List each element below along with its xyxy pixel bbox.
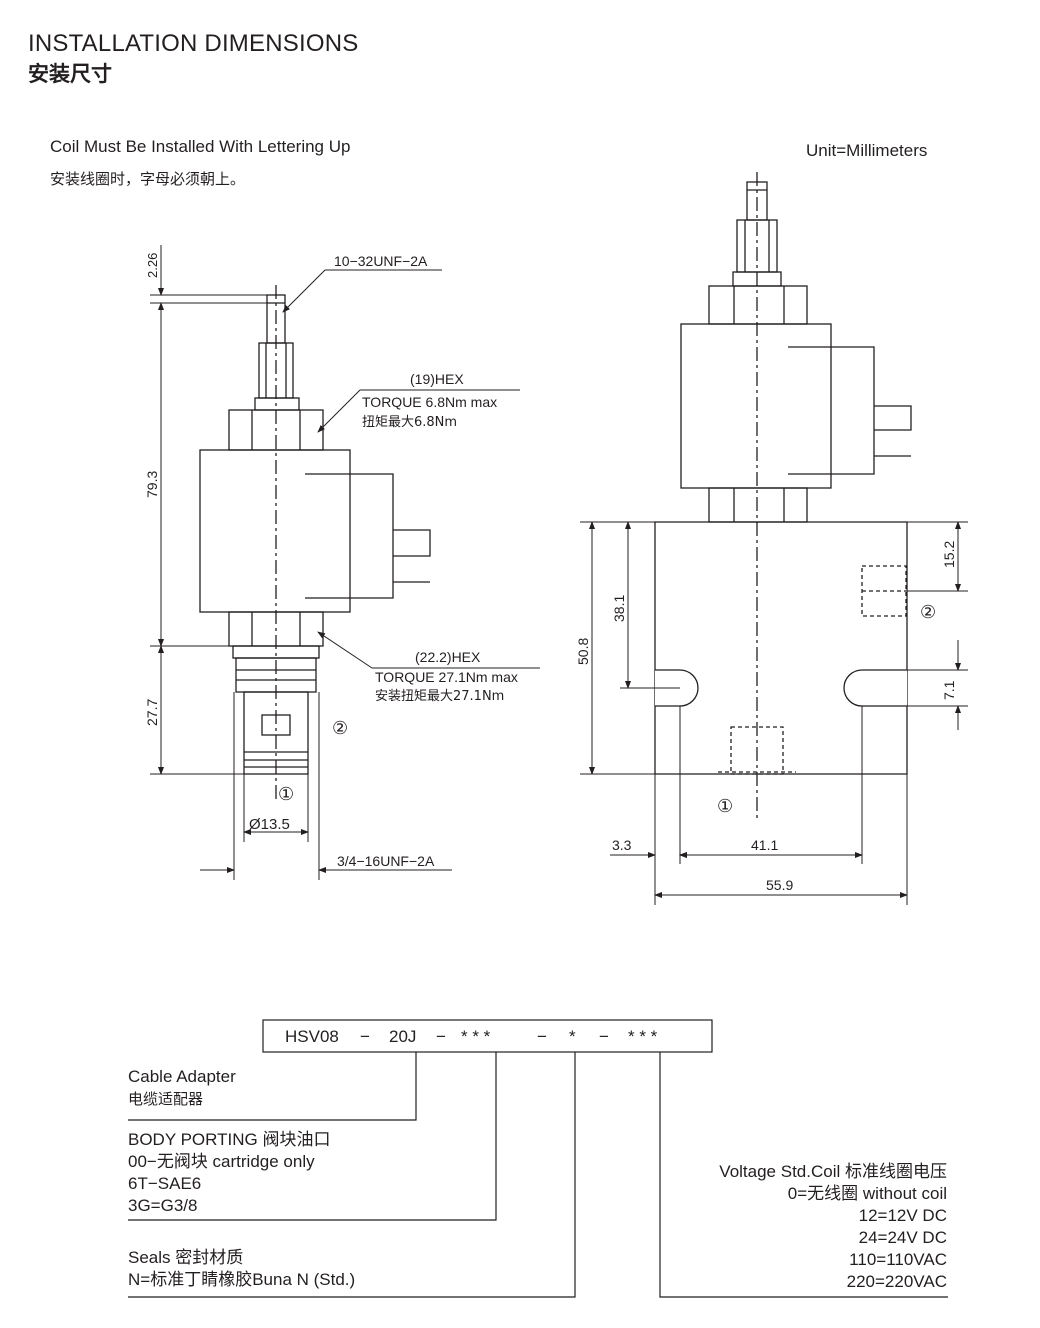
thread-bottom-label: 3/4−16UNF−2A — [337, 853, 435, 869]
code-voltage: * * * — [628, 1027, 658, 1046]
model-code-box — [262, 1019, 713, 1053]
legend-porting: BODY PORTING 阀块油口 00−无阀块 cartridge only … — [128, 1129, 330, 1217]
diameter-label: Ø13.5 — [249, 816, 290, 833]
right-valve-drawing — [654, 172, 912, 820]
legend-porting-6t: 6T−SAE6 — [128, 1174, 202, 1193]
right-dimensions — [580, 521, 968, 905]
legend-voltage-220: 220=220VAC — [846, 1272, 947, 1291]
legend-seals-title: Seals 密封材质 — [128, 1248, 244, 1267]
dim-79-3: 79.3 — [144, 471, 160, 498]
legend-cable-cn: 电缆适配器 — [128, 1090, 204, 1108]
legend-cable: Cable Adapter 电缆适配器 — [128, 1066, 236, 1110]
legend-voltage-110: 110=110VAC — [849, 1250, 947, 1269]
coil-note-cn: 安装线圈时，字母必须朝上。 — [50, 170, 246, 188]
left-valve-drawing — [199, 285, 431, 800]
right-hex-22 — [708, 487, 808, 523]
legend-porting-title: BODY PORTING 阀块油口 — [128, 1130, 331, 1149]
dim-2-26: 2.26 — [145, 253, 160, 278]
right-labels: 15.2 ② 7.1 38.1 50.8 ① 3.3 41.1 55.9 — [575, 541, 957, 893]
unit-note: Unit=Millimeters — [806, 141, 928, 160]
legend-cable-en: Cable Adapter — [128, 1067, 236, 1086]
legend-porting-3g: 3G=G3/8 — [128, 1196, 198, 1215]
legend-seals-n: N=标准丁睛橡胶Buna N (Std.) — [128, 1270, 356, 1289]
code-sep-2: − — [436, 1027, 446, 1046]
dim-3-3: 3.3 — [612, 837, 632, 853]
legend-voltage-title: Voltage Std.Coil 标准线圈电压 — [719, 1162, 947, 1181]
legend-voltage: Voltage Std.Coil 标准线圈电压 0=无线圈 without co… — [719, 1161, 947, 1293]
legend-voltage-12: 12=12V DC — [858, 1206, 947, 1225]
torque-2-label: TORQUE 27.1Nm max — [375, 669, 518, 685]
dim-55-9: 55.9 — [766, 877, 793, 893]
legend-voltage-0: 0=无线圈 without coil — [787, 1184, 947, 1203]
left-dimensions — [150, 245, 540, 880]
right-hex-19 — [708, 285, 808, 325]
torque-1-label: TORQUE 6.8Nm max — [362, 394, 497, 410]
thread-top-label: 10−32UNF−2A — [334, 253, 428, 269]
page-title: INSTALLATION DIMENSIONS — [28, 30, 359, 57]
code-sep-1: − — [360, 1027, 370, 1046]
dim-27-7: 27.7 — [144, 699, 160, 726]
model-code-leaders — [128, 1052, 948, 1298]
hex-19-label: (19)HEX — [410, 371, 464, 387]
code-sep-3: − — [537, 1027, 547, 1046]
left-labels: 2.26 10−32UNF−2A (19)HEX TORQUE 6.8Nm ma… — [144, 253, 518, 869]
right-port-2-label: ② — [920, 602, 936, 623]
legend-porting-00: 00−无阀块 cartridge only — [128, 1152, 315, 1171]
legend-seals: Seals 密封材质 N=标准丁睛橡胶Buna N (Std.) — [128, 1247, 355, 1291]
port-1-label: ① — [278, 784, 294, 805]
code-porting: * * * — [461, 1027, 491, 1046]
right-port-1-label: ① — [717, 796, 733, 817]
coil-note: Coil Must Be Installed With Lettering Up — [50, 137, 351, 156]
torque-1-cn-label: 扭矩最大6.8Nm — [362, 415, 457, 430]
code-function: 20J — [389, 1027, 416, 1046]
manifold-block — [654, 521, 908, 775]
dim-50-8: 50.8 — [575, 638, 591, 665]
model-code-text: HSV08 − 20J − * * * − * − * * * — [285, 1027, 658, 1046]
port-2-label: ② — [332, 718, 348, 739]
code-sep-4: − — [599, 1027, 609, 1046]
legend-voltage-24: 24=24V DC — [858, 1228, 947, 1247]
dim-7-1: 7.1 — [941, 680, 957, 700]
torque-2-cn-label: 安装扭矩最大27.1Nm — [375, 689, 504, 704]
dim-38-1: 38.1 — [611, 595, 627, 622]
right-coil-body — [680, 323, 832, 489]
dim-41-1: 41.1 — [751, 837, 778, 853]
page-title-cn: 安装尺寸 — [28, 62, 112, 86]
code-series: HSV08 — [285, 1027, 339, 1046]
hex-22-label: (22.2)HEX — [415, 649, 481, 665]
code-seals: * — [569, 1027, 576, 1046]
dim-15-2: 15.2 — [941, 541, 957, 568]
